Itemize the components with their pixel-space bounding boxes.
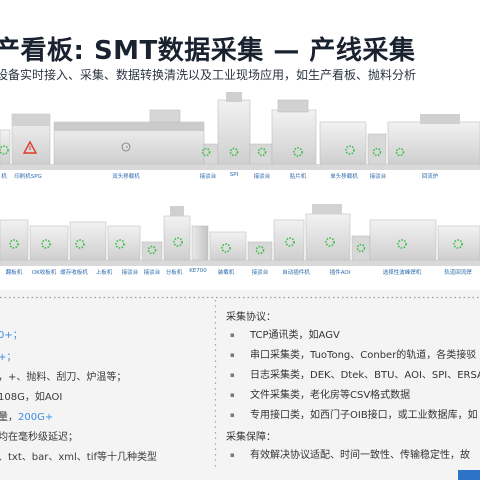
bullet-icon: ▪ (230, 331, 235, 339)
bullet-icon: ▪ (230, 391, 235, 399)
status-indicator-icons (0, 145, 405, 157)
machine-label: 印刷机SPG (14, 174, 42, 180)
machine-label: 单头移载机 (330, 174, 358, 180)
machine-label: 插件AOI (329, 270, 351, 276)
info-panel (0, 290, 480, 480)
machine-label: OK收板机 (31, 270, 57, 276)
protocol-item: ▪串口采集类，TuoTong、Conber的轨道，各类接驳 (230, 350, 477, 361)
protocol-item: ▪日志采集类，DEK、Dtek、BTU、AOI、SPI、ERSA (230, 370, 480, 381)
left-line-2: +； (0, 352, 17, 363)
machine-label: 接驳台 (143, 270, 161, 276)
left-line-4: 108G，如AOI (0, 392, 63, 403)
bullet-icon: ▪ (230, 351, 235, 359)
left-line-5: 量，200G+ (0, 412, 54, 423)
bullet-icon: ▪ (230, 451, 235, 459)
page-subtitle: 设备实时接入、采集、数据转换清洗以及工业现场应用，如生产看板、抛料分析 (0, 68, 417, 82)
machine-label: 翻板机 (5, 270, 23, 276)
machine-label: 机 (1, 174, 7, 180)
bullet-icon: ▪ (230, 411, 235, 419)
bullet-icon: ▪ (230, 371, 235, 379)
machine-label: 装载机 (217, 270, 235, 276)
machine-label: 回流炉 (421, 174, 439, 180)
protocol-title: 采集协议： (226, 312, 276, 323)
machine-label: 缓存收板机 (60, 270, 88, 276)
machine-label: SPI (229, 172, 239, 178)
clock-icon (121, 142, 131, 152)
page-title: 产看板: SMT数据采集 — 产线采集 (0, 36, 416, 66)
top-line-machines (0, 92, 480, 170)
left-line-7: 、txt、bar、xml、tif等十几种类型 (0, 452, 158, 463)
protocol-item: ▪专用接口类，如西门子OIB接口，或工业数据库，如 (230, 410, 478, 421)
status-indicator-icons-bottom (9, 237, 463, 255)
guarantee-title: 采集保障： (226, 432, 276, 443)
production-line-diagram (0, 92, 480, 266)
machine-label: 轨道回流焊 (444, 270, 472, 276)
left-line-1: 0+； (0, 330, 23, 341)
protocol-item: ▪TCP通讯类，如AGV (230, 330, 340, 341)
protocol-item: ▪文件采集类，老化房等CSV格式数据 (230, 390, 411, 401)
accent-bar (458, 470, 480, 480)
dotted-divider (0, 296, 480, 299)
machine-label: KE700 (189, 268, 207, 274)
machine-label: 上板机 (95, 270, 113, 276)
machine-label: 接驳台 (369, 174, 387, 180)
machine-label: 双头移载机 (112, 174, 140, 180)
machine-label: 分板机 (165, 270, 183, 276)
bottom-line-machines (0, 204, 480, 266)
machine-label: 贴片机 (289, 174, 307, 180)
guarantee-item: ▪有效解决协议适配、时间一致性、传输稳定性，故 (230, 450, 470, 461)
machine-label: 接驳台 (121, 270, 139, 276)
vertical-dotted-divider (214, 300, 217, 470)
left-line-3: ，+、抛料、刮刀、炉温等； (0, 372, 127, 383)
machine-label: 接驳台 (251, 270, 269, 276)
warning-icon (22, 140, 38, 154)
machine-label: 选择性波峰焊机 (382, 270, 422, 276)
machine-label: 接驳台 (199, 174, 217, 180)
machine-label: 自动插件机 (282, 270, 310, 276)
machine-label: 接驳台 (253, 174, 271, 180)
left-line-6: 均在毫秒级延迟； (0, 432, 78, 443)
